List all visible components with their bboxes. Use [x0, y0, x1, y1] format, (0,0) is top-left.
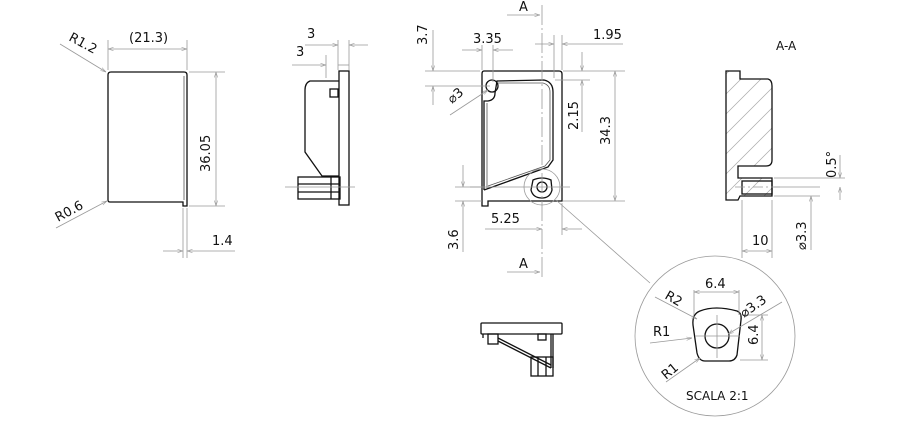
dim-5-25: 5.25: [491, 212, 520, 227]
dim-section-dia: ⌀3.3: [795, 221, 810, 250]
dim-3-7: 3.7: [416, 24, 431, 45]
detail-view: 6.4 6.4 R2 ⌀3.3 R1 R1 SCALA 2:1: [634, 255, 796, 417]
detail-boss: [692, 307, 742, 362]
part-outline: [107, 71, 188, 207]
section-mark-bottom: A: [519, 257, 528, 272]
detail-radius-1a: R1: [653, 325, 670, 340]
dim-width: (21.3): [129, 31, 168, 46]
dim-hole-dia: ⌀3: [445, 85, 467, 107]
dim-2-15: 2.15: [567, 101, 582, 130]
front-pocket: [483, 79, 554, 191]
dim-3-6: 3.6: [447, 229, 462, 250]
detail-scale: SCALA 2:1: [686, 389, 749, 403]
view-front-left: (21.3) 36.05 R1.2 R0.6 1.4: [53, 30, 235, 258]
dim-side-b: 3: [296, 45, 304, 60]
bottom-tab: [530, 356, 554, 377]
dim-radius-bottom: R0.6: [53, 198, 86, 225]
view-section-a-a: A-A 0.5° 10 ⌀3.3: [725, 39, 845, 258]
section-mark-top: A: [519, 0, 528, 15]
front-boss: [530, 177, 553, 199]
detail-radius-2: R2: [662, 288, 684, 310]
detail-width: 6.4: [705, 277, 726, 292]
dim-side-a: 3: [307, 27, 315, 42]
detail-dia: ⌀3.3: [738, 293, 770, 322]
side-body: [304, 80, 339, 177]
detail-circle: [634, 255, 796, 417]
dim-3-35: 3.35: [473, 32, 502, 47]
dim-height: 36.05: [199, 135, 214, 172]
front-outline: [481, 70, 563, 207]
bottom-plate: [480, 322, 563, 335]
dim-1-95: 1.95: [593, 28, 622, 43]
dim-step: 1.4: [212, 234, 233, 249]
view-front: A A 3.7 3.35 1.95 ⌀3 2.15 34.3 3.6: [416, 0, 651, 284]
dim-angle: 0.5°: [825, 151, 840, 178]
side-plate: [338, 70, 350, 206]
dim-radius-top: R1.2: [66, 30, 99, 57]
dim-34-3: 34.3: [599, 116, 614, 145]
section-title: A-A: [776, 39, 797, 53]
view-side: 3 3: [285, 27, 368, 206]
dim-depth: 10: [752, 234, 769, 249]
detail-radius-1b: R1: [659, 360, 682, 383]
view-bottom: [480, 322, 563, 377]
side-tab: [297, 176, 341, 200]
section-hatching: [726, 71, 772, 200]
detail-height: 6.4: [747, 324, 762, 345]
